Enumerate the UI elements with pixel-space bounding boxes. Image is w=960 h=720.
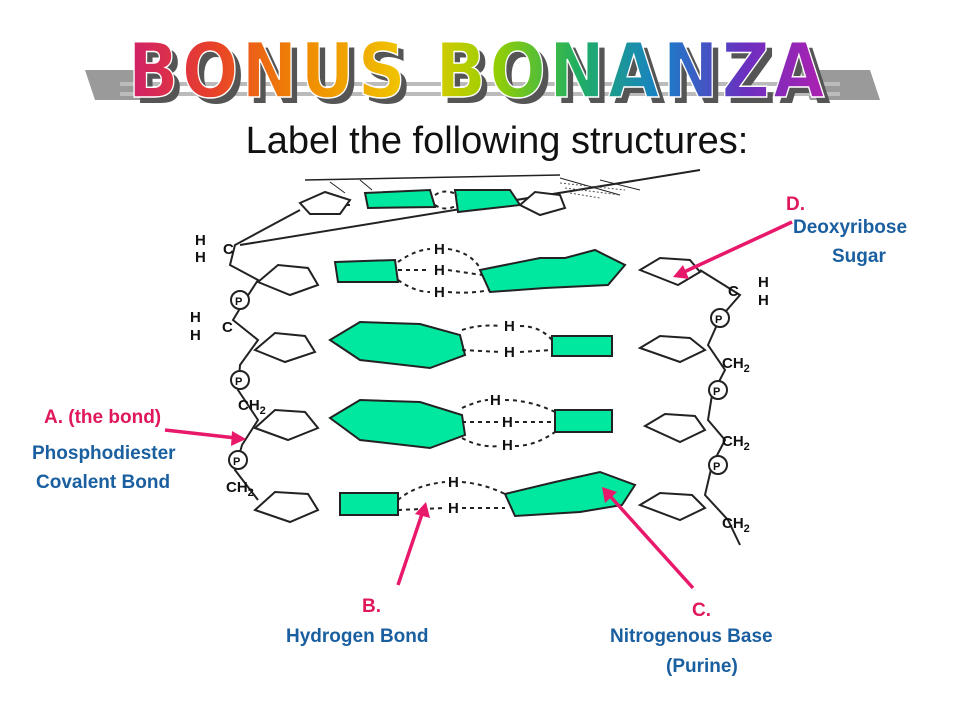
base-row1-right — [478, 248, 627, 294]
base-row2-right — [551, 335, 613, 357]
label-c-letter: C. — [692, 600, 711, 621]
label-b-answer: Hydrogen Bond — [286, 626, 429, 647]
ch2-label: CH2 — [238, 397, 266, 417]
label-d-answer: Deoxyribose — [793, 217, 908, 238]
title-shadow-stripes — [85, 70, 880, 100]
base-row4-right — [503, 470, 637, 518]
base-row1-left — [333, 258, 400, 283]
sugar-left-5 — [253, 490, 320, 524]
phosphate-right-3 — [708, 455, 728, 475]
sugar-right-1 — [637, 256, 702, 287]
h-label: H — [448, 500, 459, 517]
arrow-c — [608, 494, 695, 590]
label-c-answer: Nitrogenous Base — [610, 626, 773, 647]
label-c-answer: (Purine) — [666, 656, 738, 677]
sugar-left-3 — [253, 331, 317, 364]
phosphate-left-2 — [230, 370, 250, 390]
base-row4-left — [339, 492, 399, 516]
arrow-b — [396, 513, 424, 586]
h-label: H — [434, 241, 445, 258]
title-banner: BONUS BONANZA BONUS BONANZA — [85, 25, 880, 120]
h-label: H — [502, 437, 513, 454]
ch2-label: CH2 — [722, 515, 750, 535]
title-shadow: BONUS BONANZA — [134, 32, 834, 120]
phosphate-label: P — [235, 296, 242, 308]
bases — [328, 188, 637, 518]
phosphate-left-3 — [228, 450, 248, 470]
label-a-answer: Covalent Bond — [36, 472, 171, 493]
atom-h: H — [758, 292, 769, 309]
phosphate-left-1 — [230, 290, 250, 310]
label-d-letter: D. — [786, 194, 805, 215]
phosphate-right-1 — [710, 308, 730, 328]
top-texture — [559, 182, 626, 199]
atom-c: C — [223, 241, 234, 258]
label-b-letter: B. — [362, 596, 381, 617]
label-a-letter: A. (the bond) — [44, 407, 162, 428]
phosphate-label: P — [713, 386, 720, 398]
atom-h: H — [190, 309, 201, 326]
h-label: H — [490, 392, 501, 409]
atom-h: H — [758, 274, 769, 291]
label-a-answer: Phosphodiester — [32, 443, 176, 464]
h-label: H — [504, 318, 515, 335]
atom-c: C — [728, 283, 739, 300]
arrow-b-head — [415, 502, 430, 518]
sugar-right-4 — [637, 491, 707, 522]
sugar-top-right — [518, 190, 567, 217]
base-top-small — [363, 188, 437, 210]
phosphate-label: P — [235, 376, 242, 388]
ch2-label: CH2 — [722, 355, 750, 375]
ch2-label: CH2 — [226, 479, 254, 499]
top-backbone-fragment — [304, 174, 641, 196]
phosphate-label: P — [233, 456, 240, 468]
page-title: BONUS BONANZA — [128, 26, 828, 115]
sugar-left-2 — [256, 263, 320, 297]
hydrogen-bonds — [397, 190, 556, 511]
sugar-right-3 — [642, 412, 707, 444]
base-row3-right — [554, 409, 613, 433]
arrow-c-head — [602, 487, 617, 503]
phosphates — [228, 290, 730, 475]
pointer-arrows — [164, 220, 793, 590]
h-label: H — [434, 262, 445, 279]
h-label: H — [448, 474, 459, 491]
h-label: H — [502, 414, 513, 431]
phosphate-label: P — [715, 314, 722, 326]
arrow-d — [683, 220, 793, 274]
atom-h: H — [190, 327, 201, 344]
phosphate-right-2 — [708, 380, 728, 400]
ch2-label: CH2 — [722, 433, 750, 453]
base-row2-left — [328, 320, 467, 370]
h-label: H — [504, 344, 515, 361]
base-top-right — [453, 189, 522, 214]
page-subtitle: Label the following structures: — [245, 120, 749, 162]
sugar-left-4 — [253, 408, 320, 442]
arrow-a-head — [231, 431, 246, 446]
arrow-d-head — [673, 265, 689, 279]
label-d-answer: Sugar — [832, 246, 886, 267]
arrow-a — [164, 428, 237, 440]
sugar-left-1 — [298, 190, 352, 215]
atom-c: C — [222, 319, 233, 336]
atom-h: H — [195, 249, 206, 266]
sugar-rings — [253, 190, 707, 524]
atom-h: H — [195, 232, 206, 249]
h-label: H — [434, 284, 445, 301]
sugar-right-2 — [637, 334, 707, 364]
base-row3-left — [328, 398, 467, 450]
phosphate-label: P — [713, 461, 720, 473]
